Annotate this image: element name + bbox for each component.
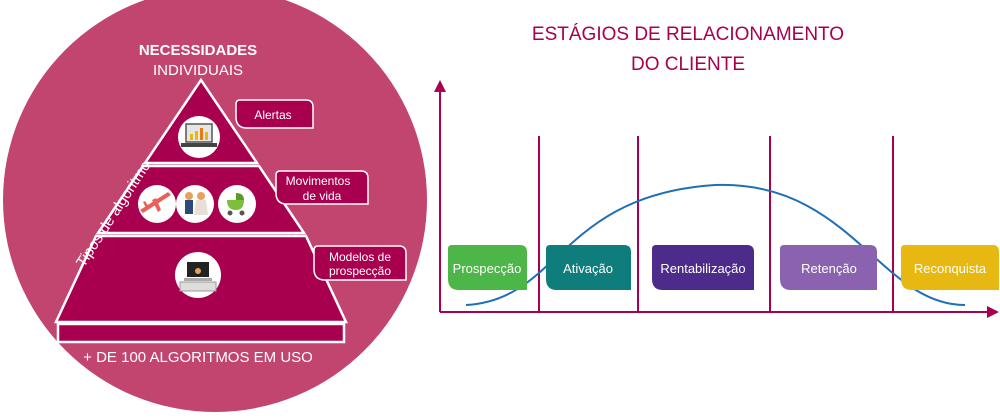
tier-tag-alertas-label: Alertas [254,108,291,122]
stage-prospeccao: Prospecção [448,245,527,290]
airplane-icon [138,185,176,223]
baby-carriage-icon [218,185,256,223]
workstation-icon [175,252,221,298]
stages-title-line1: ESTÁGIOS DE RELACIONAMENTO [532,24,844,45]
stage-ativacao-label: Ativação [563,261,613,276]
y-axis-arrow [434,80,446,92]
pyramid-top-label-line2: INDIVIDUAIS [153,62,243,79]
tier-tag-modelos-line2: prospecção [329,264,391,278]
stage-ativacao: Ativação [546,245,631,290]
stages-title-line2: DO CLIENTE [631,54,745,75]
stage-rentabilizacao: Rentabilização [652,245,754,290]
pyramid-base [56,322,346,344]
pyramid-top-label-line1: NECESSIDADES [139,42,257,59]
tier-tag-movimentos: Movimentos de vida [275,170,369,205]
x-axis-arrow [987,306,999,318]
pyramid-base-label: + DE 100 ALGORITMOS EM USO [83,349,313,366]
stage-reconquista-label: Reconquista [914,261,987,276]
tier-tag-movimentos-line1: Movimentos [286,174,351,188]
stage-rentabilizacao-label: Rentabilização [660,261,745,276]
stage-retencao-label: Retenção [801,261,857,276]
stage-reconquista: Reconquista [901,245,999,290]
tier-tag-modelos-line1: Modelos de [329,250,391,264]
couple-icon [176,185,214,223]
tier-tag-alertas: Alertas [235,99,314,129]
tier-tag-movimentos-line2: de vida [303,189,342,203]
relationship-curve [465,183,966,306]
stage-retencao: Retenção [780,245,877,290]
laptop-chart-icon [178,116,220,158]
tier-tag-modelos: Modelos de prospecção [313,245,407,281]
stage-prospeccao-label: Prospecção [453,261,522,276]
